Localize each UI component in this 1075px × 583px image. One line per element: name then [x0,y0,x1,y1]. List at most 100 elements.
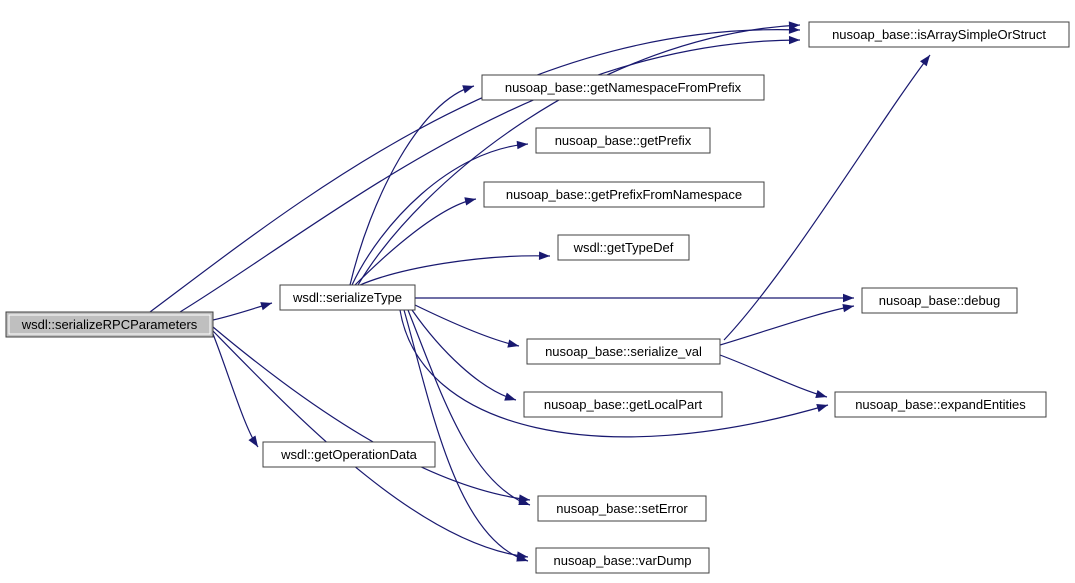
node-box[interactable] [535,127,711,154]
edge-arrowhead [815,389,827,399]
edge-arrowhead [464,197,476,206]
graph-edge [351,140,529,286]
edge-path [349,85,475,286]
graph-node-setError[interactable]: nusoap_base::setError [537,495,707,522]
node-label: nusoap_base::varDump [553,553,691,568]
node-box[interactable] [526,338,721,365]
node-label: nusoap_base::debug [879,293,1000,308]
node-box[interactable] [808,21,1070,48]
graph-node-serialize_val[interactable]: nusoap_base::serialize_val [526,338,721,365]
graph-edge [354,197,477,286]
edge-arrowhead [816,404,828,413]
graph-edge [399,309,829,438]
node-label: nusoap_base::getNamespaceFromPrefix [505,80,742,95]
graph-edge [212,326,531,503]
edge-arrowhead [516,140,528,150]
edge-path [351,143,529,286]
graph-node-expandEntities[interactable]: nusoap_base::expandEntities [834,391,1047,418]
node-box[interactable] [481,74,765,101]
edge-arrowhead [518,497,530,506]
nodes-layer: wsdl::serializeRPCParameters wsdl::serial… [5,21,1070,574]
node-label: nusoap_base::getLocalPart [544,397,703,412]
node-box[interactable] [523,391,723,418]
edge-path [179,39,801,313]
graph-edge [414,304,520,348]
node-label: nusoap_base::serialize_val [545,344,702,359]
node-box[interactable] [861,287,1018,314]
node-label: nusoap_base::isArraySimpleOrStruct [832,27,1046,42]
graph-node-serializeRPCParameters[interactable]: wsdl::serializeRPCParameters [5,311,214,338]
graph-edge [359,251,551,286]
edge-path [407,309,531,506]
edge-arrowhead [516,553,528,562]
edge-path [357,24,801,286]
graph-edge [179,35,801,313]
node-label: wsdl::getTypeDef [573,240,674,255]
node-box[interactable] [5,311,214,338]
graph-node-debug[interactable]: nusoap_base::debug [861,287,1018,314]
edge-arrowhead [919,55,930,67]
edge-path [414,304,520,347]
graph-edge [723,54,931,341]
graph-node-getPrefixFromNamespace[interactable]: nusoap_base::getPrefixFromNamespace [483,181,765,208]
node-label: wsdl::serializeRPCParameters [21,317,198,332]
edge-path [149,29,801,313]
node-box[interactable] [834,391,1047,418]
edge-arrowhead [788,35,800,45]
graph-edge [719,303,855,346]
node-box[interactable] [535,547,710,574]
graph-edge [212,333,259,448]
graph-edge [212,302,273,321]
edge-path [403,309,529,562]
edges-layer [149,21,931,562]
graph-edge [411,309,517,401]
graph-edge [357,21,801,286]
graph-node-varDump[interactable]: nusoap_base::varDump [535,547,710,574]
graph-node-isArraySimpleOrStruct[interactable]: nusoap_base::isArraySimpleOrStruct [808,21,1070,48]
edge-path [719,305,855,346]
edge-arrowhead [538,251,550,260]
node-label: nusoap_base::expandEntities [855,397,1026,412]
graph-node-getPrefix[interactable]: nusoap_base::getPrefix [535,127,711,154]
node-box[interactable] [262,441,436,468]
edge-arrowhead [843,293,854,303]
node-box[interactable] [483,181,765,208]
node-box[interactable] [537,495,707,522]
node-inner-highlight [8,314,211,335]
edge-arrowhead [507,339,519,348]
graph-edge [403,309,529,562]
node-box[interactable] [557,234,690,261]
graph-edge [414,293,854,303]
node-label: wsdl::serializeType [292,290,402,305]
edge-arrowhead [248,435,258,447]
node-box[interactable] [279,284,416,311]
edge-arrowhead [260,302,272,311]
graph-node-getTypeDef[interactable]: wsdl::getTypeDef [557,234,690,261]
edge-path [411,309,517,401]
graph-node-serializeType[interactable]: wsdl::serializeType [279,284,416,311]
node-label: nusoap_base::getPrefixFromNamespace [506,187,742,202]
edge-arrowhead [842,303,854,313]
edge-path [212,333,259,448]
edge-arrowhead [788,21,800,30]
graph-node-getNamespaceFromPrefix[interactable]: nusoap_base::getNamespaceFromPrefix [481,74,765,101]
node-label: nusoap_base::setError [556,501,688,516]
edge-path [719,354,828,398]
edge-path [723,54,931,341]
graph-edge [407,309,531,506]
graph-edge [149,25,801,313]
graph-node-getLocalPart[interactable]: nusoap_base::getLocalPart [523,391,723,418]
graph-edge [719,354,828,399]
graph-node-getOperationData[interactable]: wsdl::getOperationData [262,441,436,468]
edge-path [354,198,477,286]
edge-path [359,255,551,286]
node-label: wsdl::getOperationData [280,447,418,462]
edge-path [399,309,829,438]
graph-edge [349,85,475,286]
edge-arrowhead [504,392,516,401]
edge-arrowhead [462,85,474,94]
edge-path [212,330,529,558]
node-label: nusoap_base::getPrefix [555,133,692,148]
